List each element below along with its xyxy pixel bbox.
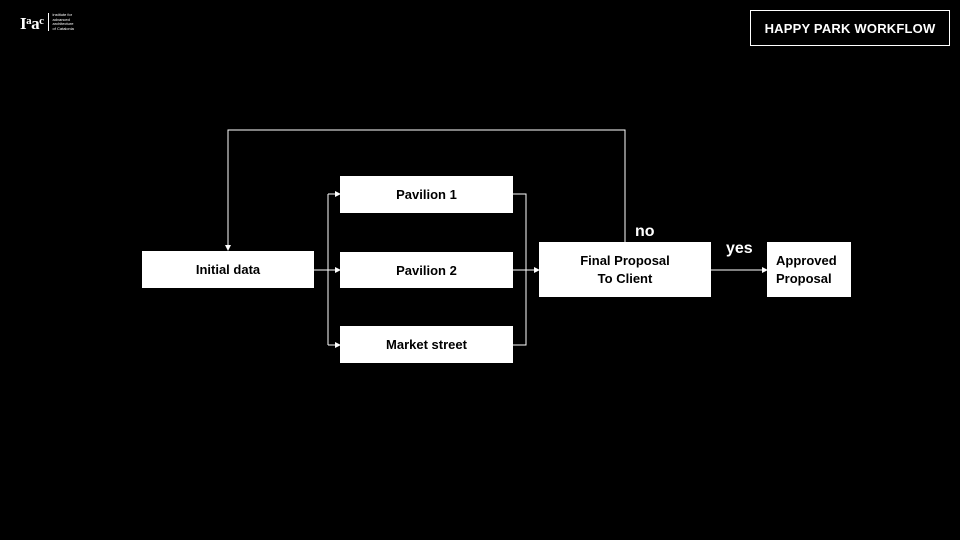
node-final-proposal-line-2: To Client [597, 270, 653, 286]
connector-pavilion-1-out [513, 193, 527, 270]
node-approved-proposal-line-2: Proposal [776, 270, 832, 286]
node-final-proposal-line-1: Final Proposal [580, 252, 670, 268]
node-approved-proposal: Approved Proposal [767, 242, 851, 297]
arrow-no-loop-back [225, 129, 626, 251]
logo-divider [47, 13, 49, 31]
page-title: HAPPY PARK WORKFLOW [750, 10, 950, 46]
logo-tagline-line: advanced [52, 16, 70, 22]
logo-tagline-line: architecture [52, 21, 74, 26]
edge-label-yes: yes [726, 240, 753, 257]
node-pavilion-1: Pavilion 1 [340, 176, 513, 213]
edge-label-no: no [635, 223, 655, 240]
logo-tagline-line: of Catalonia [52, 25, 74, 31]
logo-tagline-line: institute for [52, 12, 73, 17]
node-approved-proposal-line-1: Approved [776, 252, 837, 268]
node-pavilion-2: Pavilion 2 [340, 252, 513, 288]
logo-tagline: institute for advanced architecture of C… [53, 12, 74, 31]
iaac-logo: Iaac institute for advanced architecture… [20, 12, 74, 34]
node-market-street: Market street [340, 326, 513, 363]
connector-market-street-out [513, 270, 527, 346]
node-initial-data-label: Initial data [195, 262, 261, 277]
logo-mark: Iaac [20, 14, 44, 33]
node-pavilion-2-label: Pavilion 2 [396, 262, 457, 278]
node-final-proposal: Final Proposal To Client [539, 242, 711, 297]
node-pavilion-1-label: Pavilion 1 [396, 187, 457, 202]
node-initial-data: Initial data [142, 251, 314, 288]
node-market-street-label: Market street [386, 337, 467, 352]
